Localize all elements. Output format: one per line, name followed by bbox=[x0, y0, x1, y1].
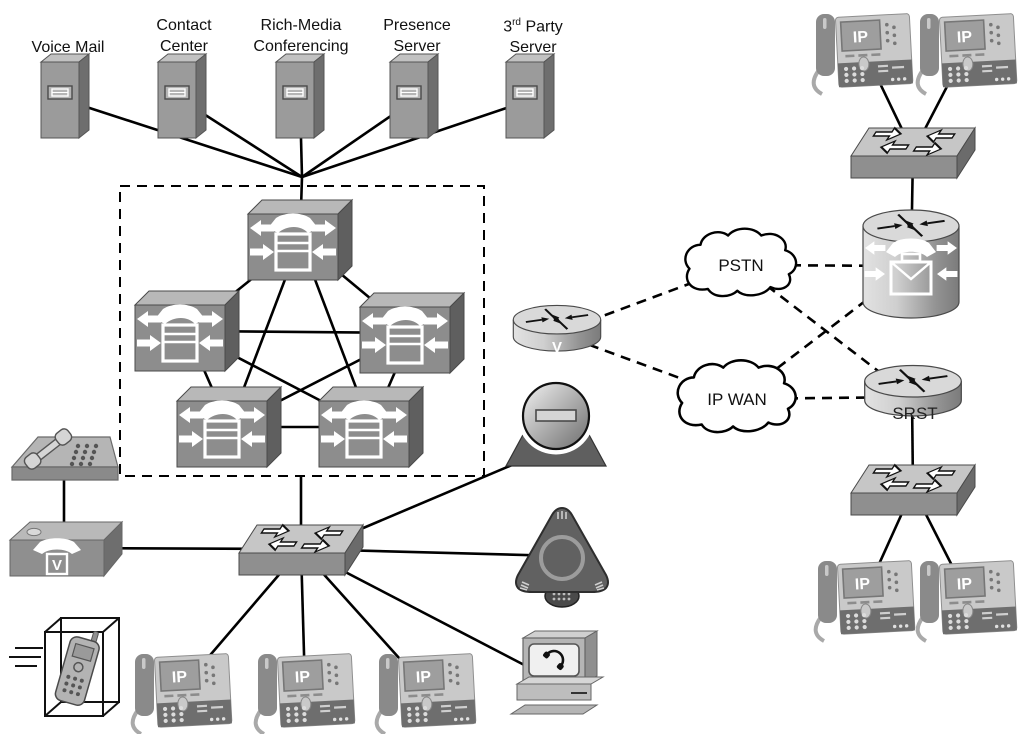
callmanager-icon-mid-left bbox=[135, 291, 239, 371]
softphone-pc-icon bbox=[509, 629, 605, 716]
branch-top-switch-icon bbox=[851, 128, 975, 178]
callmanager-icon-mid-right bbox=[360, 293, 464, 373]
ip-phone-campus-2 bbox=[253, 651, 357, 734]
video-camera-icon bbox=[506, 380, 606, 466]
voice-mail-server-icon bbox=[40, 53, 90, 139]
server-label-presence: Presence Server bbox=[383, 17, 451, 55]
conference-phone-icon bbox=[514, 506, 610, 609]
ip-wan-cloud-label: IP WAN bbox=[707, 390, 767, 409]
server-label-contact-center: Contact Center bbox=[156, 17, 212, 55]
server-label-voice-mail: Voice Mail bbox=[31, 39, 105, 56]
ip-phone-branch-bottom-1 bbox=[813, 558, 917, 643]
pstn-cloud-label: PSTN bbox=[718, 256, 763, 275]
wireless-phone-cube-icon bbox=[8, 617, 120, 717]
analog-voice-gateway-icon bbox=[8, 520, 124, 578]
cme-voicemail-router-icon bbox=[863, 210, 959, 318]
ip-phone-branch-bottom-2 bbox=[915, 558, 1019, 643]
campus-switch-icon bbox=[239, 525, 363, 575]
callmanager-icon-bottom-right bbox=[319, 387, 423, 467]
rich-media-server-icon bbox=[275, 53, 325, 139]
branch-bottom-switch-icon bbox=[851, 465, 975, 515]
presence-server-icon bbox=[389, 53, 439, 139]
server-label-third-party: 3rd Party Server bbox=[503, 17, 563, 57]
srst-label: SRST bbox=[892, 404, 937, 423]
third-party-server-icon bbox=[505, 53, 555, 139]
ip-phone-branch-top-2 bbox=[915, 11, 1019, 96]
callmanager-icon-bottom-left bbox=[177, 387, 281, 467]
server-label-rich-media: Rich-Media Conferencing bbox=[253, 17, 349, 55]
cluster-boundary-box bbox=[119, 185, 485, 477]
ip-phone-campus-1 bbox=[130, 651, 234, 734]
analog-phone-icon bbox=[11, 426, 119, 481]
ip-phone-branch-top-1 bbox=[811, 11, 915, 96]
callmanager-icon-top bbox=[248, 200, 352, 280]
ip-phone-campus-3 bbox=[374, 651, 478, 734]
contact-center-server-icon bbox=[157, 53, 207, 139]
voice-router-v-label: V bbox=[552, 339, 562, 356]
